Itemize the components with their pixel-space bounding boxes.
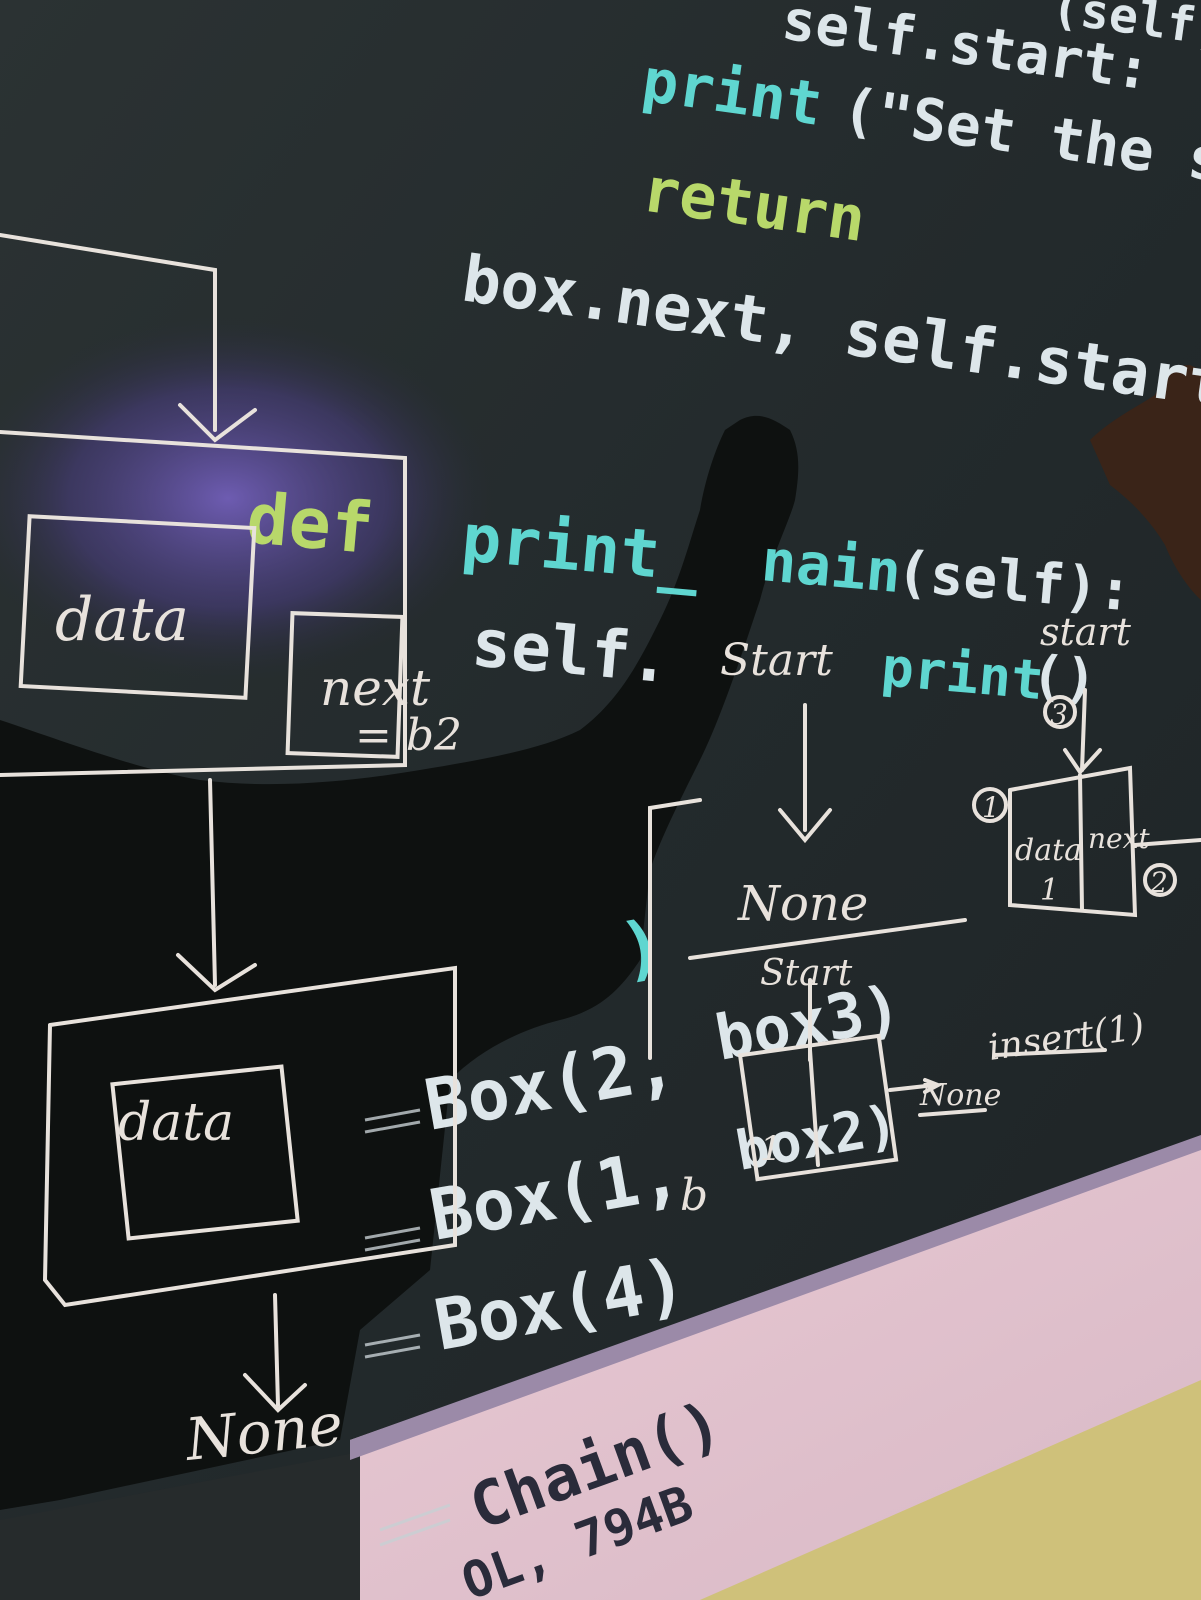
wall-yellow (700, 1380, 1201, 1600)
label-box-data: data (1015, 833, 1082, 868)
label-b-letter: b (680, 1170, 708, 1221)
code-line-def: def (244, 477, 377, 570)
board-bottom-edge (350, 1135, 1201, 1460)
label-circle-2: 2 (1149, 866, 1168, 899)
code-line-func-name-tail: nain (759, 526, 904, 606)
code-line-self-call: self. (469, 604, 674, 698)
label-b2: = b2 (355, 710, 462, 761)
person-silhouette (0, 415, 799, 1510)
label-box-next: next (1088, 822, 1150, 855)
label-none-bottom: None (180, 1390, 346, 1474)
code-line-print-call: print (879, 635, 1046, 712)
label-start-tail: start (1040, 610, 1132, 654)
label-data-top: data (55, 585, 189, 655)
chalk-labels: data next = b2 data None Start start Non… (55, 585, 1168, 1474)
hand-right (1090, 365, 1201, 600)
label-box-one: 1 (1040, 873, 1059, 908)
label-none-mid: None (737, 876, 868, 932)
board-frame-edge (0, 1452, 360, 1600)
label-next: next (320, 659, 431, 717)
label-circle-3: 3 (1050, 698, 1068, 731)
label-data-mid: data (118, 1093, 234, 1153)
label-start-over: Start (720, 635, 833, 686)
label-start-under: Start (760, 953, 853, 994)
chalk-diagram (0, 233, 1201, 1413)
label-small-one: 1 (760, 1129, 782, 1169)
label-circle-1: 1 (982, 791, 1000, 824)
code-line-print-parens: () (1029, 643, 1099, 711)
label-arrow-none: None (919, 1078, 1001, 1113)
